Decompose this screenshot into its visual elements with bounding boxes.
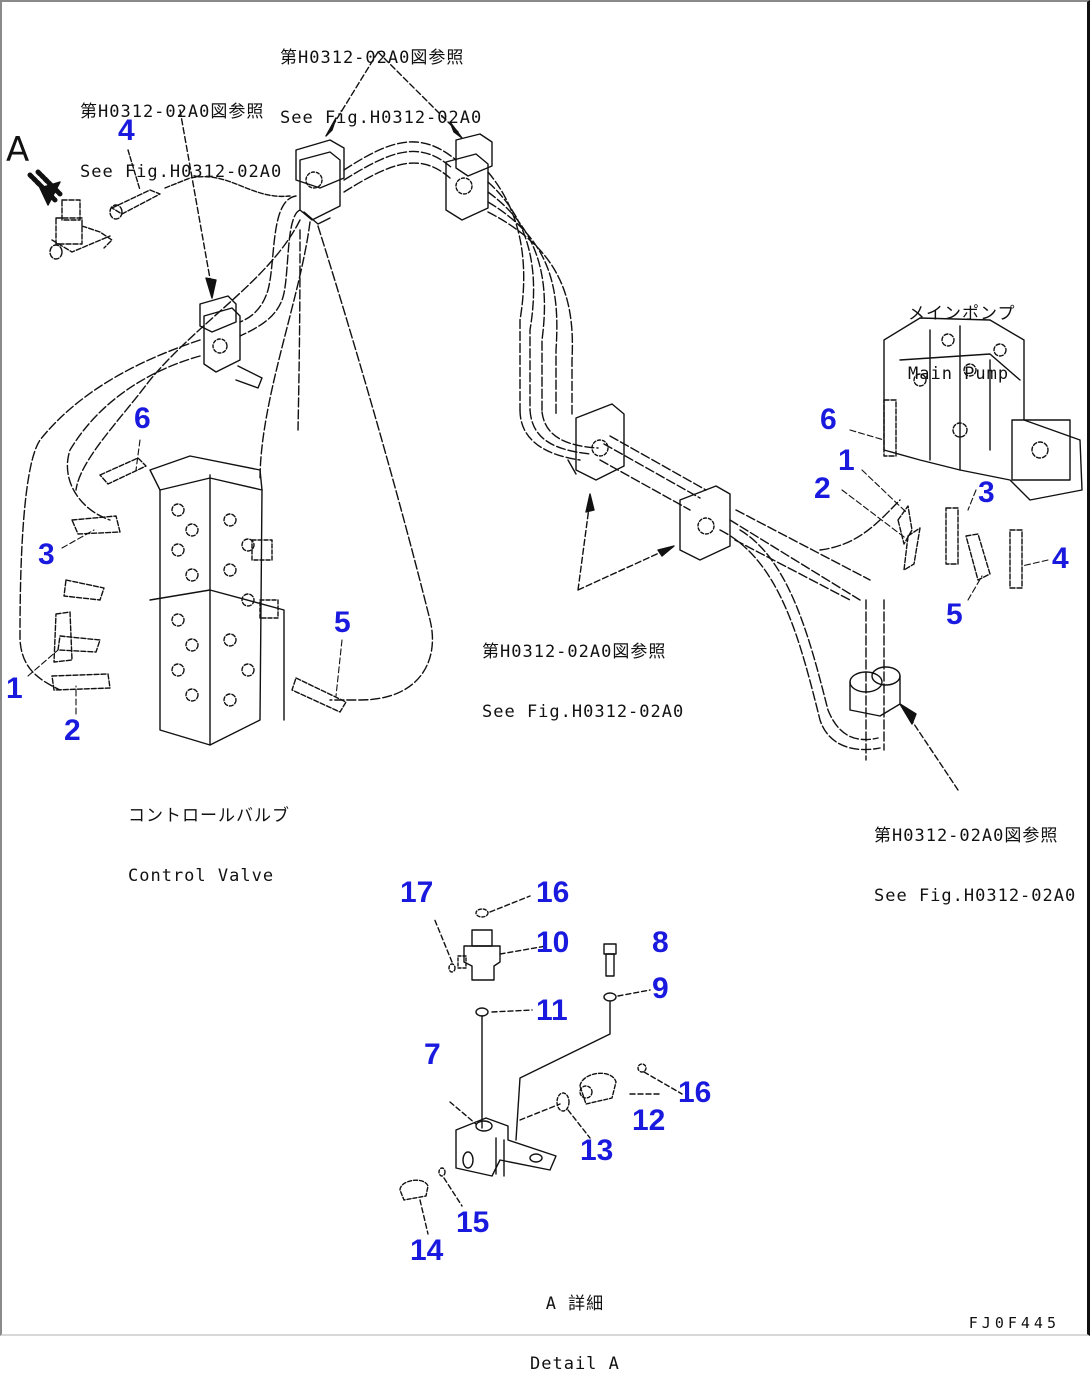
- hose-bundle-lower: [519, 409, 901, 751]
- main-pump-body: [883, 317, 1083, 501]
- label-en: Control Valve: [128, 866, 275, 886]
- control-valve-body: [149, 455, 285, 746]
- callout-leaders: [27, 429, 1049, 715]
- clamp-top-right: [445, 133, 493, 221]
- callout-4-upper-left[interactable]: 4: [118, 114, 135, 147]
- callout-7[interactable]: 7: [424, 1038, 441, 1071]
- label-en: Detail A: [530, 1354, 620, 1374]
- clamp-mid-left: [567, 403, 625, 481]
- label-detail-a: A 詳細 Detail A: [530, 1254, 620, 1394]
- note-reference-mid-center: 第H0312-02A0図参照 See Fig.H0312-02A0: [482, 602, 684, 742]
- callout-13[interactable]: 13: [580, 1134, 614, 1167]
- label-main-pump: メインポンプ Main Pump: [908, 264, 1016, 404]
- callout-11[interactable]: 11: [536, 994, 568, 1027]
- view-a-arrow-icon: [27, 169, 63, 206]
- callout-4-pump[interactable]: 4: [1052, 542, 1069, 575]
- callout-14[interactable]: 14: [410, 1234, 444, 1267]
- callout-1-pump[interactable]: 1: [838, 444, 855, 477]
- callout-12[interactable]: 12: [632, 1104, 666, 1137]
- note-reference-bottom-right: 第H0312-02A0図参照 See Fig.H0312-02A0: [874, 786, 1076, 926]
- clamp-bottom-right: [849, 599, 901, 761]
- note-en: See Fig.H0312-02A0: [874, 886, 1077, 906]
- label-jp: A 詳細: [545, 1294, 605, 1314]
- hose-4-upper: [109, 149, 291, 220]
- parts-diagram: [19, 51, 1083, 1235]
- note-reference-top-left: 第H0312-02A0図参照 See Fig.H0312-02A0: [80, 62, 282, 202]
- clamp-mid-right: [679, 485, 731, 561]
- label-jp: コントロールバルブ: [128, 806, 290, 826]
- drawing-frame: [0, 0, 1090, 1336]
- note-jp: 第H0312-02A0図参照: [80, 102, 265, 122]
- callout-10[interactable]: 10: [536, 926, 570, 959]
- callout-15[interactable]: 15: [456, 1206, 490, 1239]
- note-jp: 第H0312-02A0図参照: [482, 642, 667, 662]
- callout-17[interactable]: 17: [400, 876, 434, 909]
- note-jp: 第H0312-02A0図参照: [280, 48, 465, 68]
- valve-fittings: [51, 457, 347, 713]
- hose-bundle-arch: [343, 141, 574, 415]
- view-letter-a: A: [6, 130, 30, 170]
- label-jp: メインポンプ: [908, 304, 1016, 324]
- note-reference-top-center: 第H0312-02A0図参照 See Fig.H0312-02A0: [280, 8, 482, 148]
- clamp-top-left: [295, 139, 345, 225]
- label-control-valve: コントロールバルブ Control Valve: [128, 766, 290, 906]
- label-en: Main Pump: [908, 364, 1010, 384]
- callout-6-valve[interactable]: 6: [134, 402, 151, 435]
- note-jp: 第H0312-02A0図参照: [874, 826, 1059, 846]
- callout-5-valve[interactable]: 5: [334, 606, 351, 639]
- callout-2-pump[interactable]: 2: [814, 472, 831, 505]
- detail-a-drawing: [399, 895, 683, 1235]
- callout-8[interactable]: 8: [652, 926, 669, 959]
- callout-5-pump[interactable]: 5: [946, 598, 963, 631]
- callout-2-valve[interactable]: 2: [64, 714, 81, 747]
- clamp-left: [199, 295, 263, 389]
- callout-16-top[interactable]: 16: [536, 876, 570, 909]
- figure-code: FJ0F445: [968, 1314, 1060, 1332]
- solenoid-block-assembly: [49, 199, 113, 260]
- note-en: See Fig.H0312-02A0: [482, 702, 685, 722]
- callout-3-valve[interactable]: 3: [38, 538, 55, 571]
- note-en: See Fig.H0312-02A0: [80, 162, 283, 182]
- callout-9[interactable]: 9: [652, 972, 669, 1005]
- note-en: See Fig.H0312-02A0: [280, 108, 483, 128]
- pump-fittings: [883, 399, 1023, 589]
- hose-bundle-left: [19, 195, 434, 701]
- callout-1-valve[interactable]: 1: [6, 672, 23, 705]
- callout-6-pump[interactable]: 6: [820, 403, 837, 436]
- callout-16-right[interactable]: 16: [678, 1076, 712, 1109]
- callout-3-pump[interactable]: 3: [978, 476, 995, 509]
